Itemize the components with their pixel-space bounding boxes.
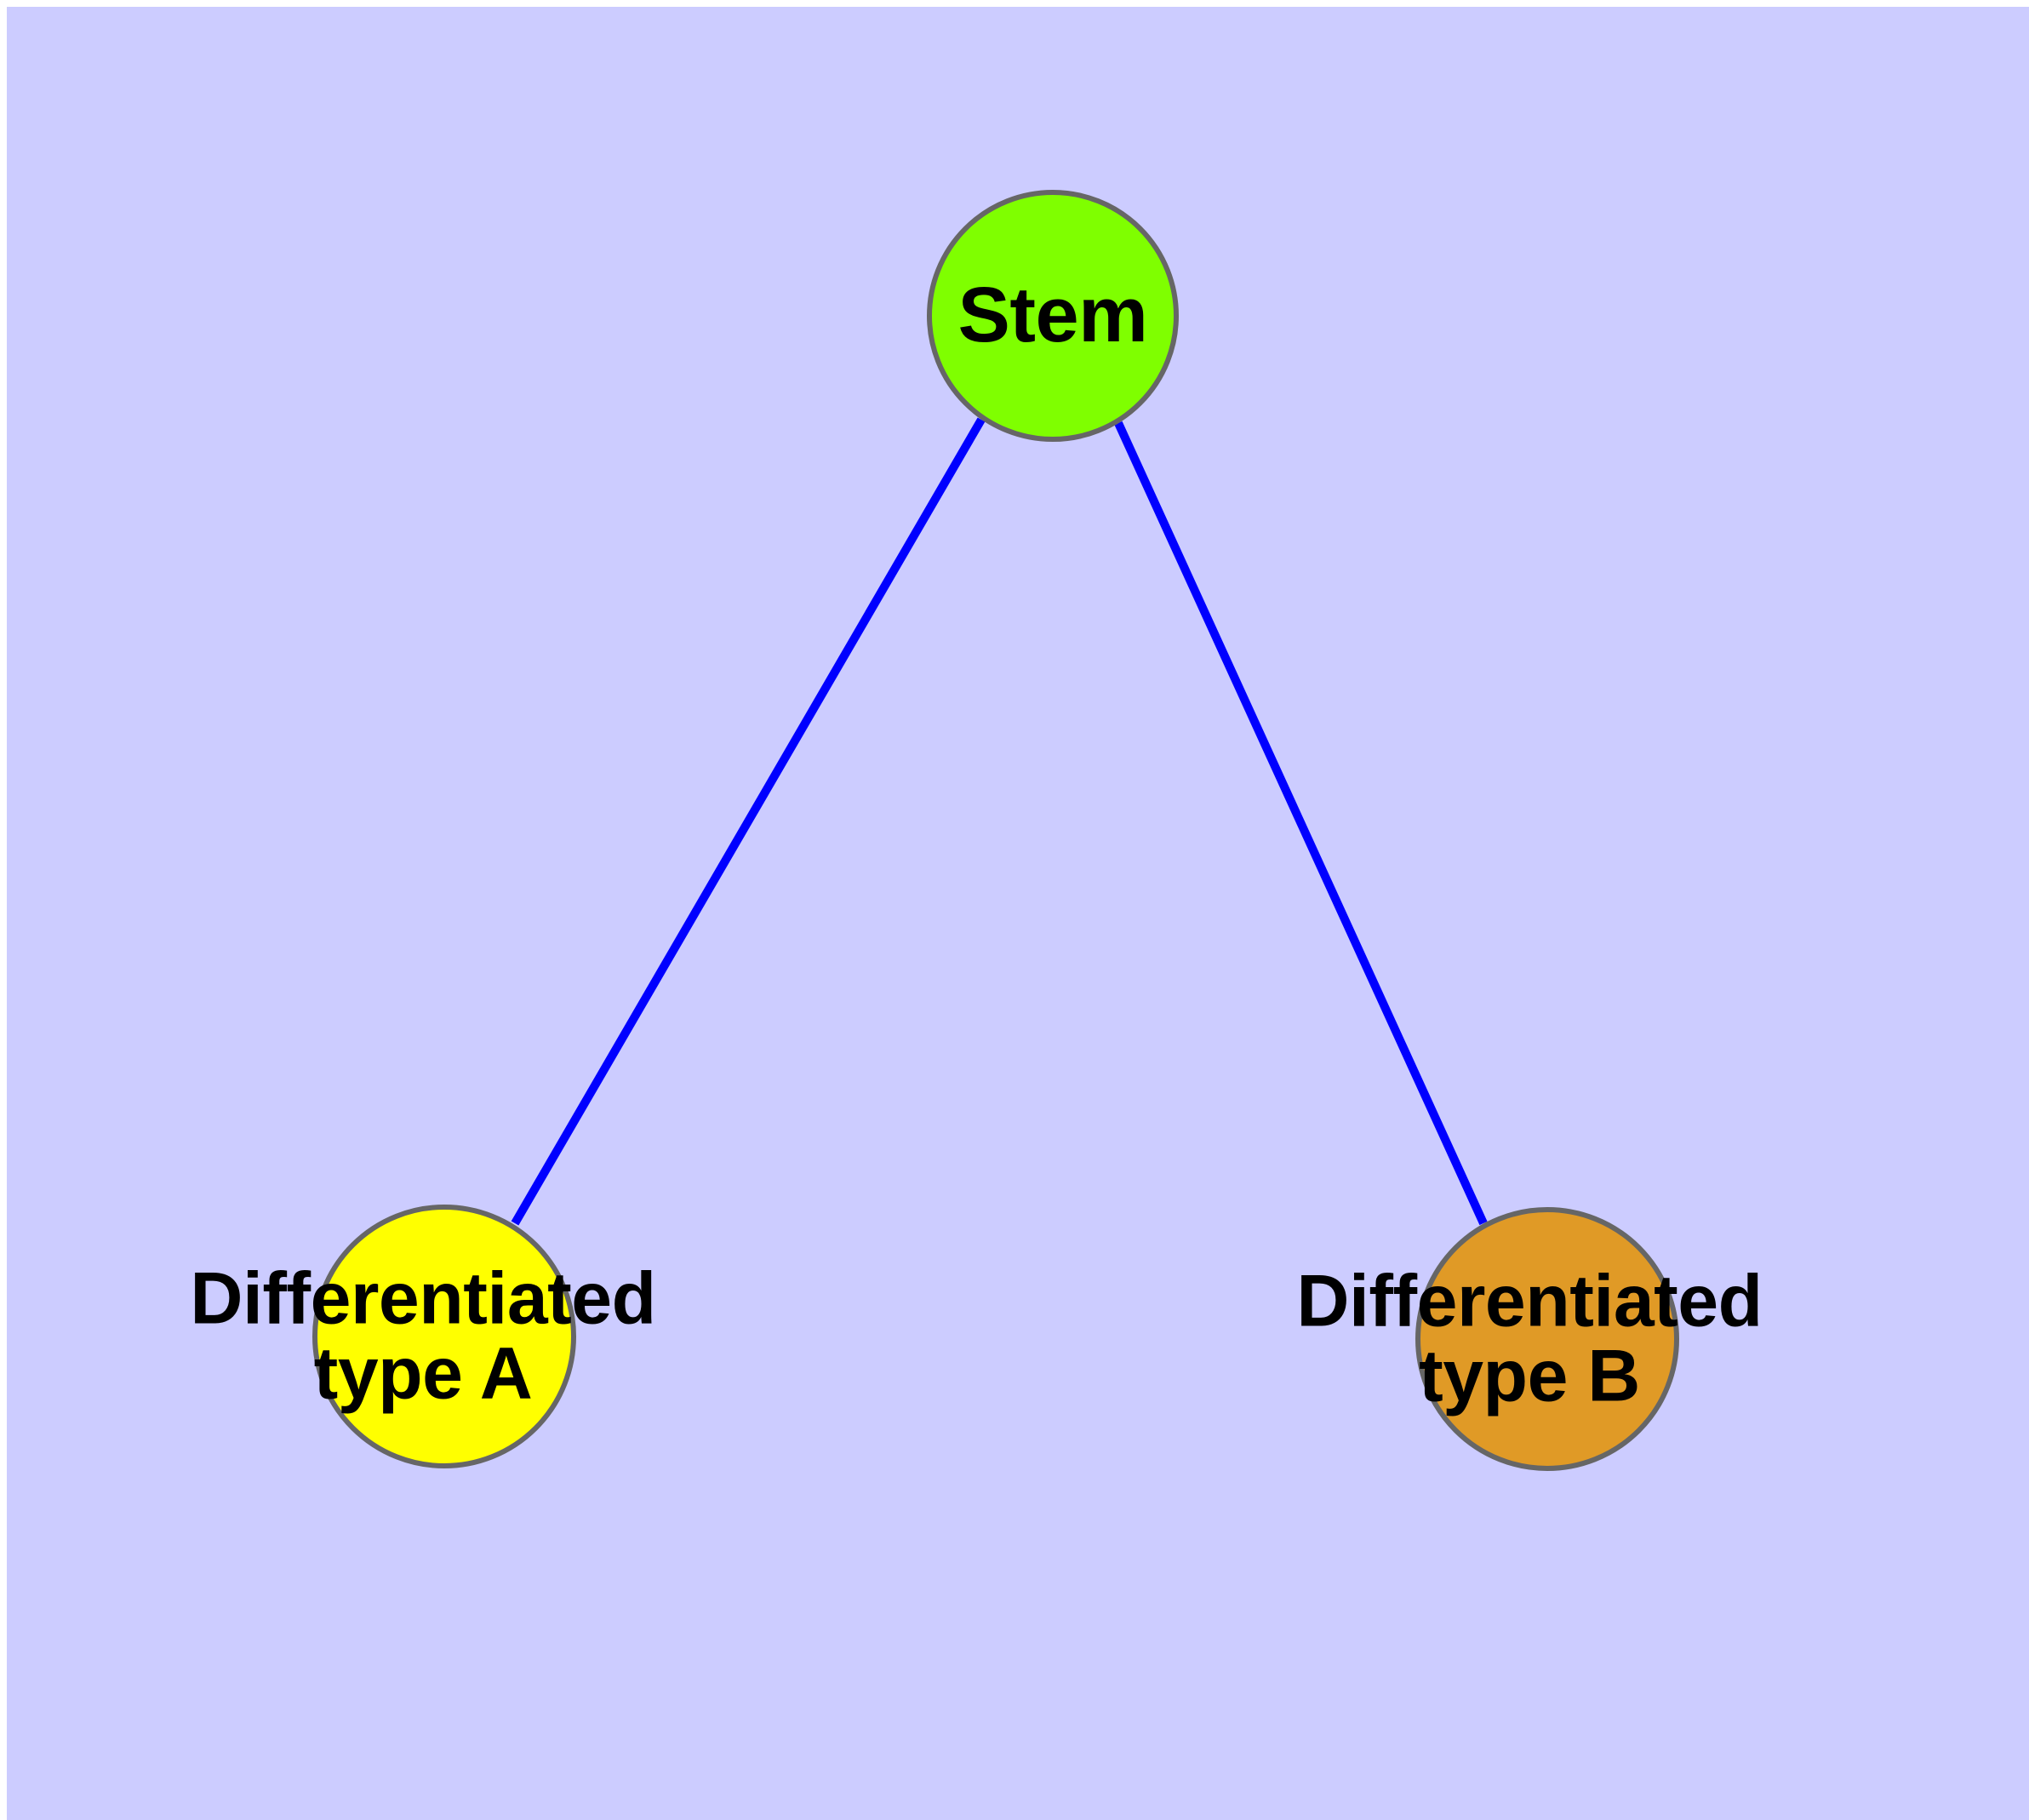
edge-layer: [511, 417, 1488, 1226]
node-differentiated-type-b[interactable]: [1415, 1207, 1679, 1471]
node-layer: [312, 190, 1679, 1471]
edge-stem-to-type-a[interactable]: [511, 417, 986, 1226]
node-differentiated-type-a[interactable]: [312, 1205, 576, 1468]
node-stem[interactable]: [927, 190, 1179, 442]
edge-stem-to-type-b[interactable]: [1114, 421, 1488, 1226]
